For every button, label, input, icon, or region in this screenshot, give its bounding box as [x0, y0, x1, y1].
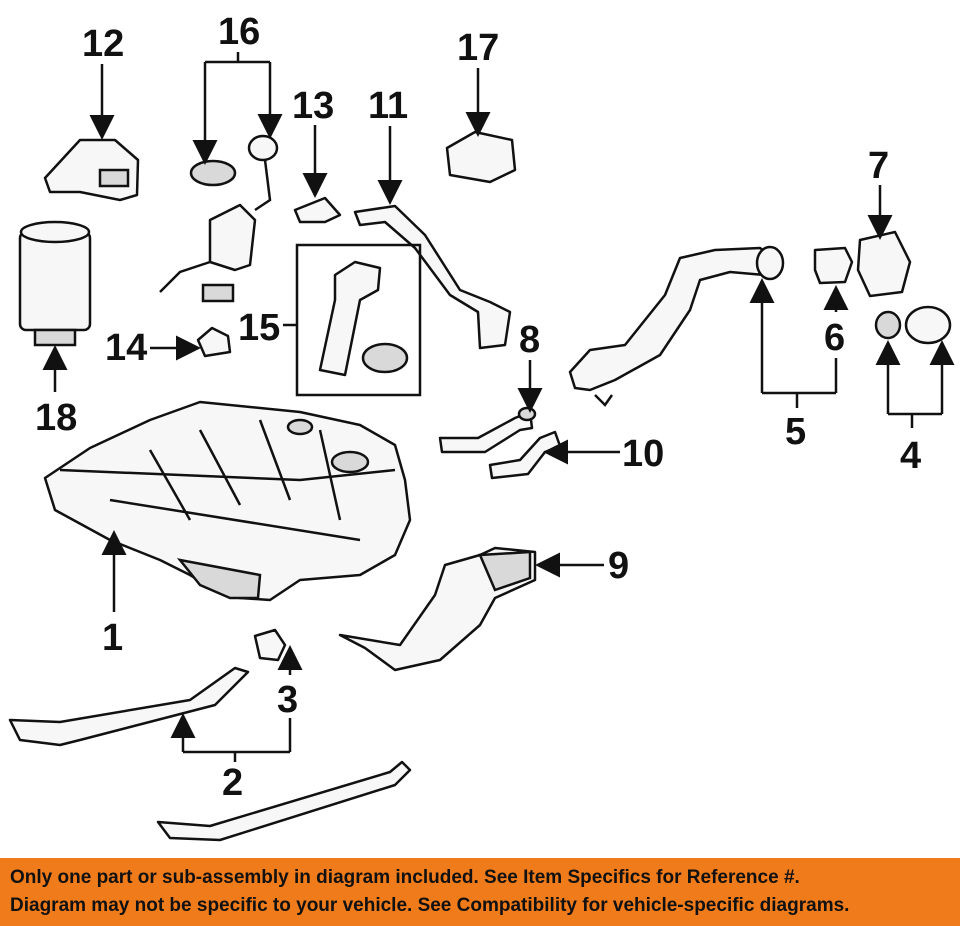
parts-diagram: 1 2 3 4 5 6 7 8 9 10 11 12 13 14 15 16 1… [8, 11, 955, 842]
callout-9: 9 [608, 545, 629, 587]
filler-seal-part [813, 246, 854, 285]
callout-6: 6 [824, 317, 845, 359]
callout-11: 11 [368, 85, 408, 127]
callout-14: 14 [105, 327, 147, 369]
callout-12: 12 [82, 23, 124, 65]
pump-kit-part [295, 243, 422, 397]
filler-pipe-part [568, 245, 785, 407]
hose-part [438, 406, 562, 480]
callout-1: 1 [102, 617, 123, 659]
bracket-part [43, 138, 140, 202]
callout-8: 8 [519, 319, 540, 361]
gasket-part [293, 196, 342, 224]
disclaimer-line-2: Diagram may not be specific to your vehi… [10, 895, 850, 916]
clip-part [253, 628, 287, 662]
strap-part [8, 666, 412, 842]
fuel-tank-part [43, 400, 412, 602]
disclaimer-banner: Only one part or sub-assembly in diagram… [0, 858, 960, 926]
callout-2: 2 [222, 762, 243, 804]
callout-15: 15 [238, 307, 280, 349]
vent-hose-part [353, 204, 512, 350]
callout-10: 10 [622, 433, 664, 475]
canister-part [18, 220, 92, 347]
grommet-part [196, 326, 232, 358]
callout-18: 18 [35, 397, 77, 439]
filler-housing-part [856, 230, 912, 298]
disclaimer-line-1: Only one part or sub-assembly in diagram… [10, 867, 800, 888]
callout-4: 4 [900, 435, 921, 477]
diagram-svg: 1 2 3 4 5 6 7 8 9 10 11 12 13 14 15 16 1… [8, 11, 955, 842]
valve-part [445, 130, 517, 184]
callout-17: 17 [457, 27, 499, 69]
callout-16: 16 [218, 11, 260, 53]
callout-3: 3 [277, 679, 298, 721]
callout-7: 7 [868, 145, 889, 187]
fuel-cap-part [874, 305, 952, 345]
callout-labels: 1 2 3 4 5 6 7 8 9 10 11 12 13 14 15 16 1… [35, 11, 921, 804]
callout-13: 13 [292, 85, 334, 127]
callout-5: 5 [785, 411, 806, 453]
fuel-pump-part [159, 134, 279, 303]
leader-lines [42, 52, 955, 762]
